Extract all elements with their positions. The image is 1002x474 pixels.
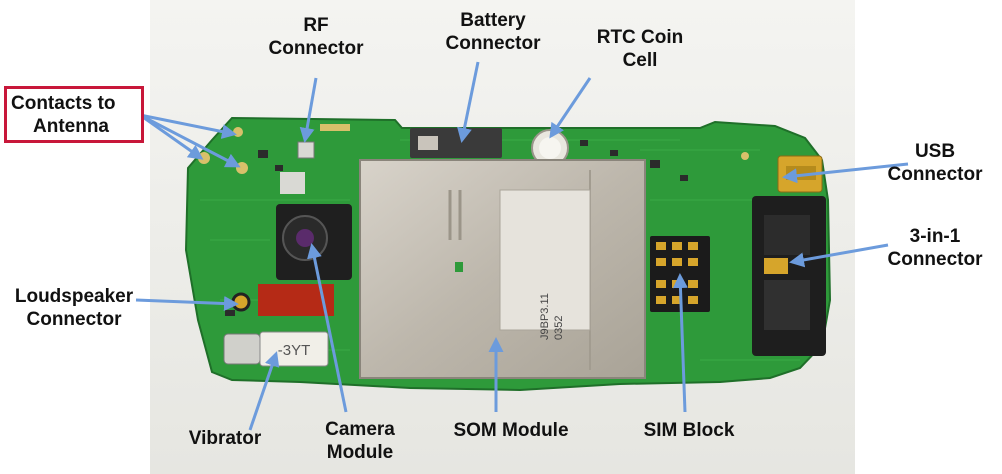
label-vibrator: Vibrator — [188, 428, 262, 449]
contacts-arrow-2 — [139, 113, 204, 160]
loudspeaker-arrow — [135, 296, 239, 312]
som-sticker-line1: J9BP3.11 — [539, 293, 551, 340]
vibrator-marking: -3YT — [278, 342, 311, 359]
camera-module-arrow — [307, 243, 348, 413]
three-in-one-arrow — [789, 243, 889, 268]
contacts-arrow-1 — [139, 113, 237, 139]
som-sticker-line2: 0352 — [553, 316, 565, 340]
contacts-arrow-3 — [139, 113, 241, 168]
sim-block-arrow — [672, 273, 688, 413]
pcb-board: -3YT — [184, 116, 832, 392]
vibrator-arrow — [248, 351, 280, 431]
battery-connector-arrow — [457, 61, 480, 143]
label-som-module: SOM Module — [453, 420, 569, 441]
label-sim-block: SIM Block — [643, 420, 735, 441]
usb-connector-arrow — [782, 162, 909, 184]
rf-connector-arrow — [299, 77, 318, 143]
rtc-coin-cell-arrow — [549, 77, 592, 139]
